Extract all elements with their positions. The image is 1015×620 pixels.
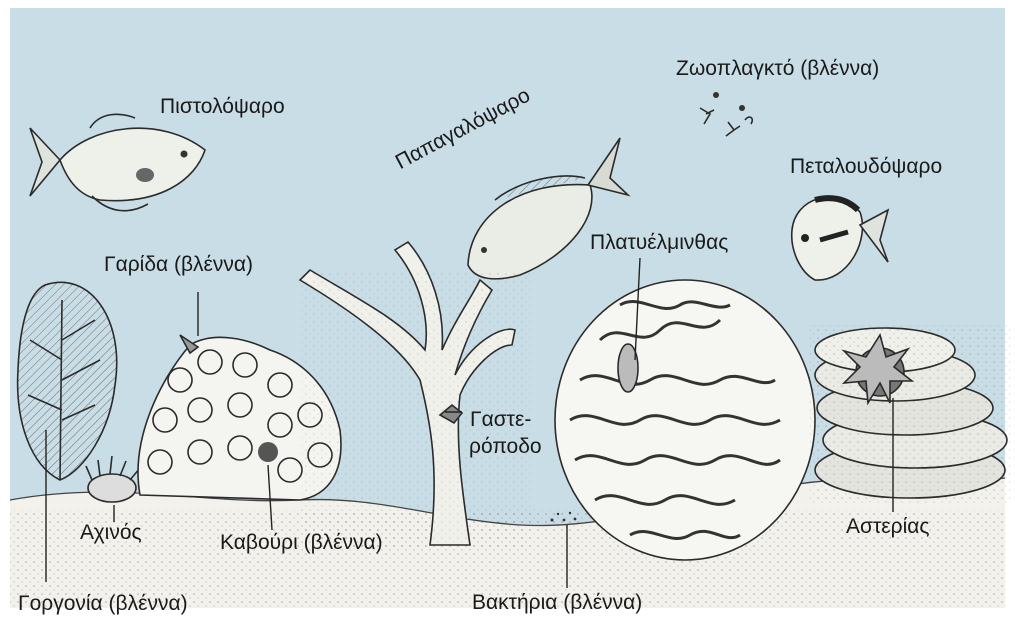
- label-gastropod-line1: Γαστε-: [470, 409, 531, 430]
- label-zooplankton: Ζωοπλαγκτό (βλέννα): [676, 58, 879, 79]
- label-butterflyfish: Πεταλουδόψαρο: [790, 156, 942, 177]
- label-crab: Καβούρι (βλέννα): [220, 532, 383, 553]
- plate-coral: [810, 325, 1010, 505]
- branching-coral: [300, 242, 530, 550]
- label-bacteria: Βακτήρια (βλέννα): [472, 592, 642, 613]
- label-sea-urchin: Αχινός: [80, 522, 142, 543]
- brain-coral: [555, 280, 815, 560]
- label-gastropod-line2: ρόποδο: [469, 436, 542, 457]
- label-gorgonian: Γοργονία (βλέννα): [18, 593, 188, 614]
- label-starfish: Αστερίας: [846, 516, 930, 537]
- label-flatworm: Πλατυέλμινθας: [590, 232, 728, 253]
- label-shrimp: Γαρίδα (βλέννα): [104, 254, 253, 275]
- label-trigger-fish: Πιστολόψαρο: [160, 96, 285, 117]
